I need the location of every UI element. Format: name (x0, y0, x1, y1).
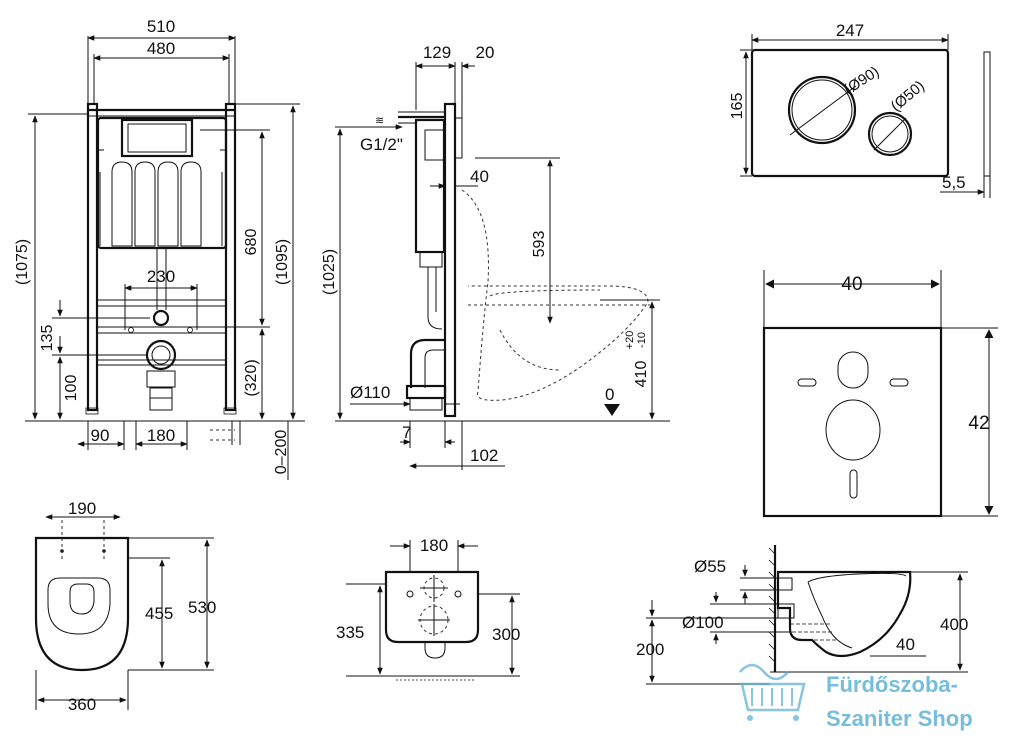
dim-20: 20 (476, 43, 495, 62)
dim-410: 410 (633, 361, 650, 388)
dim-593: 593 (531, 231, 548, 258)
back-height-335: 335 (336, 623, 364, 642)
dim-height-1095: (1095) (274, 239, 291, 285)
side-dim-40: 40 (896, 635, 915, 654)
dim-90: 90 (91, 426, 110, 445)
side-view: ≋ G1/2" 129 20 (1025) 40 593 410 (321, 43, 670, 470)
dim-40-side: 40 (470, 167, 489, 186)
dim-width-510: 510 (147, 17, 175, 36)
tol-plus20: +20 (624, 331, 636, 350)
plate-height: 165 (729, 93, 746, 120)
tol-minus10: -10 (636, 332, 648, 348)
bowl-top-view: 190 455 530 360 (34, 499, 216, 714)
dim-180: 180 (147, 426, 175, 445)
back-height-300: 300 (492, 625, 520, 644)
small-button-diameter: (Ø50) (888, 77, 928, 115)
bowl-length: 530 (188, 598, 216, 617)
zero-level: 0 (605, 385, 614, 404)
drain-diameter: Ø110 (350, 383, 390, 402)
plate-width: 247 (836, 21, 864, 40)
plate-thickness: 5,5 (942, 173, 966, 192)
dim-width-480: 480 (147, 39, 175, 58)
pad-height: 42 (968, 413, 989, 434)
side-inlet-diameter: Ø55 (694, 557, 726, 576)
dim-0-200: 0–200 (273, 430, 290, 475)
flush-plate: (Ø90) (Ø50) 247 165 5,5 (729, 21, 991, 198)
side-height-200: 200 (636, 640, 664, 659)
dim-320: (320) (243, 359, 260, 396)
dim-1025: (1025) (321, 249, 338, 295)
inlet-g12: G1/2" (360, 135, 403, 154)
side-height-400: 400 (940, 615, 968, 634)
dim-102: 102 (470, 446, 498, 465)
dim-680: 680 (243, 229, 260, 256)
pad-width: 40 (841, 274, 862, 295)
dim-135: 135 (39, 325, 56, 352)
bowl-side-view: Ø55 Ø100 200 40 400 (636, 545, 968, 685)
sound-pad: 40 42 (762, 270, 998, 518)
bowl-inner-length: 455 (145, 604, 173, 623)
dim-129: 129 (423, 43, 451, 62)
watermark-line2: Szaniter Shop (826, 706, 973, 731)
bowl-width: 360 (68, 695, 96, 714)
dim-230: 230 (147, 267, 175, 286)
big-button-diameter: (Ø90) (841, 63, 882, 98)
dim-7: 7 (402, 423, 411, 442)
svg-text:≋: ≋ (375, 115, 384, 127)
back-bolt-spacing: 180 (420, 536, 448, 555)
dim-100: 100 (63, 375, 80, 402)
watermark-line1: Fürdőszoba- (826, 672, 958, 697)
front-view: 510 480 (1075) (1095) 680 (320) 230 1 (14, 17, 305, 480)
dim-height-1075: (1075) (14, 239, 31, 285)
bowl-back-view: 180 335 300 (336, 536, 520, 681)
side-outlet-diameter: Ø100 (682, 613, 724, 632)
watermark-logo (739, 663, 806, 721)
bowl-bolt-spacing: 190 (68, 499, 96, 518)
